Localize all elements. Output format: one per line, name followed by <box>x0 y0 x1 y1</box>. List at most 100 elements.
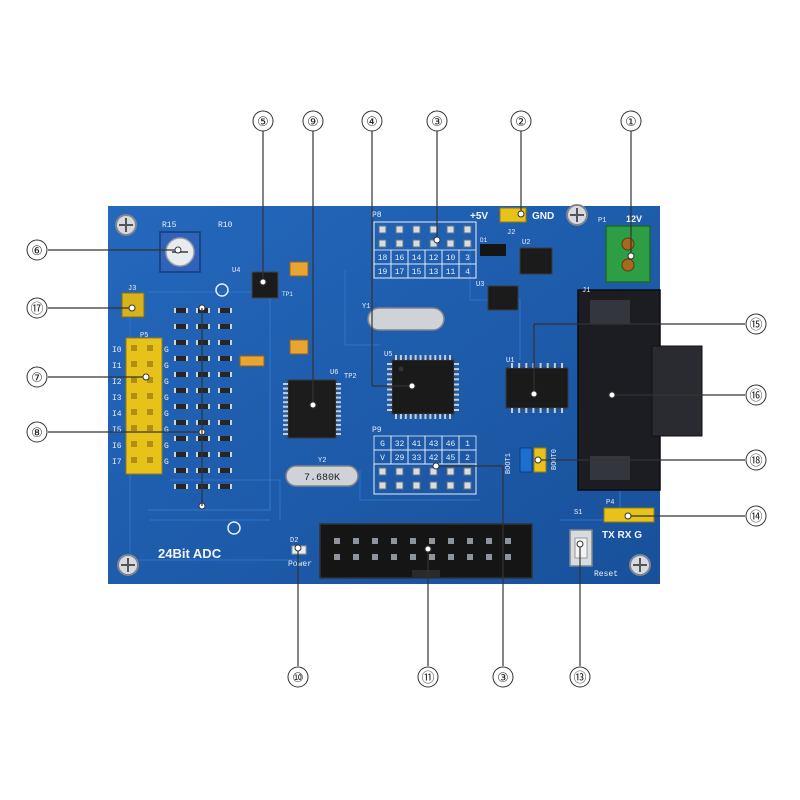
ic-pin <box>336 433 341 435</box>
callout-4-number: ④ <box>366 115 378 130</box>
mounting-hole-icon <box>115 214 137 236</box>
smd-pad <box>196 452 198 457</box>
smd-component <box>220 404 230 409</box>
ic-pin <box>283 419 288 422</box>
crystal-y2: 7.680K Y2 <box>285 457 359 487</box>
label-p5: P5 <box>140 332 148 340</box>
smd-pad <box>174 484 176 489</box>
ic-pin <box>283 401 288 404</box>
header-cell <box>458 263 477 279</box>
db9-serial-connector: J1 <box>577 287 703 491</box>
callout-18: ⑱ <box>745 449 767 471</box>
smd-pad <box>196 420 198 425</box>
callout-endpoints <box>128 210 635 553</box>
callout-15: ⑮ <box>745 313 767 335</box>
header-pin <box>147 425 153 431</box>
header-pin-number: 11 <box>446 268 456 277</box>
smd-component <box>176 420 186 425</box>
header-pin <box>131 393 137 399</box>
ic-pin <box>454 409 459 411</box>
callout-18-number: ⑱ <box>749 454 762 469</box>
ic-pin <box>546 363 549 368</box>
smd-pad <box>230 404 232 409</box>
header-pin-number: 46 <box>446 440 456 449</box>
header-pin-number: 18 <box>378 254 388 263</box>
ic-pin <box>561 363 563 368</box>
smd-component <box>198 468 208 473</box>
label-u5: U5 <box>384 351 392 359</box>
jtag-pin <box>486 554 492 560</box>
smd-component <box>176 452 186 457</box>
p5-ground-label: G <box>164 378 169 387</box>
smd-pad <box>218 324 220 329</box>
callout-6: ⑥ <box>26 239 48 261</box>
smd-pad <box>208 308 210 313</box>
ic-pin <box>444 355 447 360</box>
p5-ground-label: G <box>164 410 169 419</box>
label-5v: +5V <box>470 211 488 222</box>
header-pin <box>131 425 137 431</box>
header-pin <box>429 225 438 234</box>
ic-pin <box>395 355 397 360</box>
diode-d1 <box>480 244 506 256</box>
jtag-pin <box>448 538 454 544</box>
ic-pin <box>518 408 521 413</box>
label-d2: D2 <box>290 537 298 545</box>
smd-pad <box>174 420 176 425</box>
smd-component <box>176 356 186 361</box>
fiducial-icon <box>227 521 241 535</box>
crystal-frequency-label: 7.680K <box>304 473 340 484</box>
header-pin <box>446 239 455 248</box>
ic-pin <box>553 363 556 368</box>
ic-pin <box>336 414 341 417</box>
ic-pin <box>454 393 459 396</box>
label-d1: D1 <box>480 237 488 244</box>
smd-pad <box>186 324 188 329</box>
smd-pad <box>174 372 176 377</box>
header-pin-number: 19 <box>378 268 388 277</box>
u5-pins <box>387 355 459 419</box>
label-p4: P4 <box>606 499 614 507</box>
ic-pin <box>449 355 451 360</box>
header-pin-number: 42 <box>429 454 439 463</box>
ic-pin <box>439 414 442 419</box>
smd-component <box>198 340 208 345</box>
header-pin <box>131 345 137 351</box>
ic-pin <box>336 387 341 390</box>
ic-pin <box>387 398 392 401</box>
header-pin <box>446 481 455 490</box>
transceiver-chip-u1: U1 <box>505 357 569 413</box>
ic-pin <box>419 355 422 360</box>
header-pin-number: 32 <box>395 440 405 449</box>
smd-pad <box>196 356 198 361</box>
smd-component <box>198 356 208 361</box>
header-pin <box>395 481 404 490</box>
callout-16-number: ⑯ <box>749 389 762 404</box>
header-pin-number: 29 <box>395 454 405 463</box>
ic-pin <box>511 408 513 413</box>
callout-9: ⑨ <box>302 110 324 132</box>
smd-pad <box>196 340 198 345</box>
header-pin-number: 4 <box>465 268 470 277</box>
ic-pin <box>336 419 341 422</box>
smd-pad <box>186 308 188 313</box>
smd-pad <box>186 452 188 457</box>
label-u4: U4 <box>232 267 240 275</box>
ic-pin <box>387 373 392 376</box>
ic-pin <box>283 405 288 408</box>
jtag-pin <box>391 554 397 560</box>
ic-pin <box>454 373 459 376</box>
callout-labels: ① ② ③ ④ ⑨ ⑤ ⑥ ⑰ ⑦ ⑧ ⑮ ⑯ ⑱ ⑭ ⑩ ⑪ ③ ⑬ <box>26 110 767 688</box>
smd-component <box>176 484 186 489</box>
smd-component <box>220 484 230 489</box>
label-power: Power <box>288 560 312 569</box>
ic-pin <box>336 423 341 426</box>
ic-pin <box>424 414 427 419</box>
smd-component <box>220 468 230 473</box>
header-pin-number: 13 <box>429 268 439 277</box>
ic-pin <box>539 363 542 368</box>
label-j3: J3 <box>128 285 136 293</box>
